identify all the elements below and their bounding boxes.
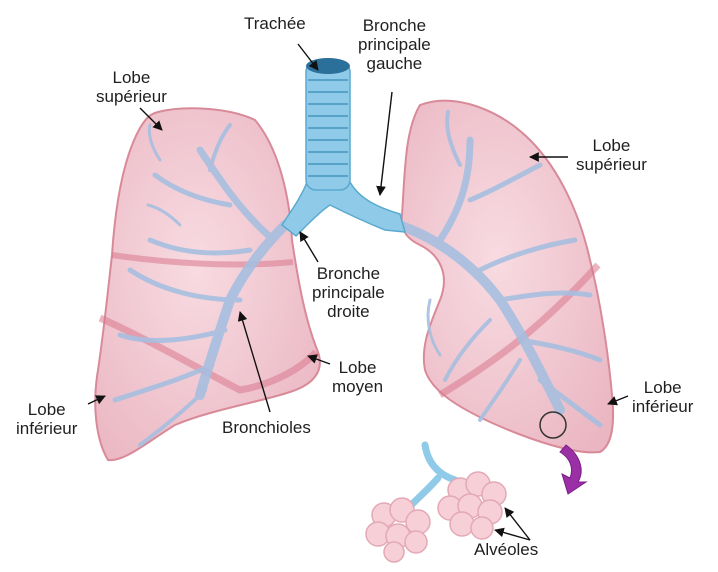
arrow-left-main-bronchus (380, 92, 392, 195)
label-upper-lobe-left-line1: Lobe (576, 136, 647, 155)
label-middle-lobe: Lobe moyen (332, 358, 383, 396)
label-bronchioles: Bronchioles (222, 418, 311, 437)
label-lower-lobe-right-line2: inférieur (16, 419, 77, 438)
arrow-alveoles-2 (495, 530, 530, 540)
label-right-main-bronchus: Bronche principale droite (312, 264, 385, 321)
label-upper-lobe-left-line2: supérieur (576, 155, 647, 174)
label-upper-lobe-left-side: Lobe supérieur (576, 136, 647, 174)
label-lower-lobe-right-side: Lobe inférieur (16, 400, 77, 438)
label-right-main-bronchus-line2: principale (312, 283, 385, 302)
label-left-main-bronchus: Bronche principale gauche (358, 16, 431, 73)
label-trachea: Trachée (244, 14, 306, 33)
label-right-main-bronchus-line3: droite (312, 302, 385, 321)
alveoli-cluster-right (438, 472, 506, 539)
label-middle-lobe-line2: moyen (332, 377, 383, 396)
label-lower-lobe-left-side: Lobe inférieur (632, 378, 693, 416)
trachea-top (306, 58, 350, 74)
arrow-right-main-bronchus (300, 232, 318, 262)
label-trachea-text: Trachée (244, 14, 306, 33)
right-lung (95, 108, 320, 460)
label-left-main-bronchus-line2: principale (358, 35, 431, 54)
label-upper-lobe-right-side: Lobe supérieur (96, 68, 167, 106)
label-lower-lobe-right-line1: Lobe (16, 400, 77, 419)
label-right-main-bronchus-line1: Bronche (312, 264, 385, 283)
label-bronchioles-text: Bronchioles (222, 418, 311, 437)
label-upper-lobe-right-line2: supérieur (96, 87, 167, 106)
trachea-tube (306, 62, 350, 190)
label-middle-lobe-line1: Lobe (332, 358, 383, 377)
label-alveoles-text: Alvéoles (474, 540, 538, 559)
label-lower-lobe-left-line1: Lobe (632, 378, 693, 397)
label-upper-lobe-right-line1: Lobe (96, 68, 167, 87)
label-alveoles: Alvéoles (474, 540, 538, 559)
alveoli-cluster-left (366, 498, 430, 562)
trachea (282, 58, 405, 236)
label-lower-lobe-left-line2: inférieur (632, 397, 693, 416)
arrow-alveoles-1 (505, 508, 530, 540)
label-left-main-bronchus-line3: gauche (358, 54, 431, 73)
label-left-main-bronchus-line1: Bronche (358, 16, 431, 35)
